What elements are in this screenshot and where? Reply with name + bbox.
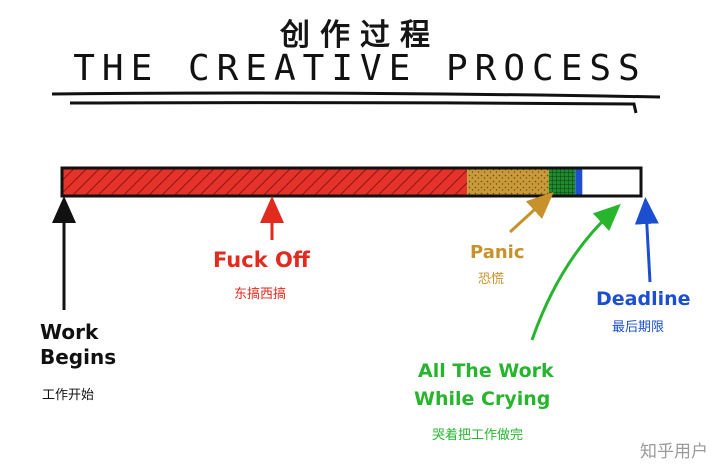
label-panic: Panic (470, 242, 525, 263)
process-bar (60, 166, 643, 198)
label-work-begins-line2: Begins (40, 345, 117, 369)
title-english: THE CREATIVE PROCESS (73, 48, 647, 89)
segment-panic (467, 168, 549, 196)
watermark: 知乎用户 (640, 442, 708, 462)
label-panic-zh: 恐慌 (478, 272, 505, 287)
label-all-the-work-line1: All The Work (418, 360, 554, 382)
label-deadline: Deadline (596, 288, 691, 310)
arrow-panic (508, 191, 554, 234)
segment-fuck-off (62, 168, 468, 196)
label-fuck-off: Fuck Off (213, 248, 310, 272)
arrow-all-the-work (530, 203, 621, 341)
label-fuck-off-zh: 东搞西搞 (234, 287, 287, 302)
label-work-begins-zh: 工作开始 (42, 388, 95, 403)
label-all-the-work-zh: 哭着把工作做完 (432, 428, 524, 443)
arrow-deadline (634, 197, 659, 283)
label-deadline-zh: 最后期限 (612, 320, 665, 335)
bar-outline (60, 166, 643, 198)
label-all-the-work-line2: While Crying (414, 388, 551, 410)
title-underline-bottom (69, 101, 638, 114)
label-work-begins-line1: Work (40, 320, 99, 344)
title-underline-top (51, 91, 661, 99)
segment-all-the-work (548, 168, 576, 196)
segment-deadline (575, 168, 583, 196)
title-chinese: 创作过程 (280, 18, 440, 53)
